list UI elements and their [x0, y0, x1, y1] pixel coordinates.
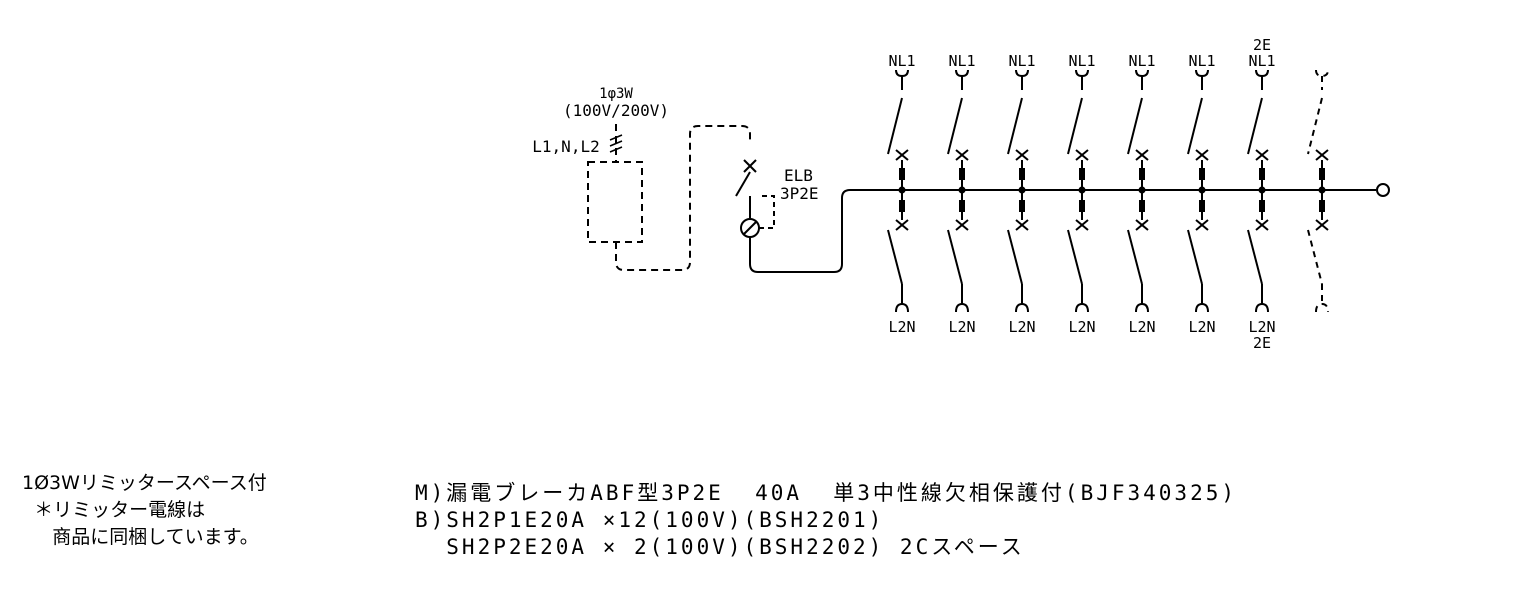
notes: 1Ø3Wリミッタースペース付 ＊リミッター電線は 商品に同梱しています。: [22, 470, 267, 551]
spec-line: B)SH2P1E20A ×12(100V)(BSH2201): [415, 508, 885, 532]
branch-bottom-label: L2N: [1128, 318, 1155, 336]
branch-bottom-label: L2N: [1068, 318, 1095, 336]
branch-top-label: NL1: [1248, 52, 1275, 70]
main-breaker-poles: 3P2E: [780, 184, 819, 203]
note-line: ＊リミッター電線は: [22, 499, 206, 521]
branch-bottom-label: 2E: [1253, 334, 1271, 352]
supply-voltage-label: (100V/200V): [563, 101, 669, 120]
spec-list: M)漏電ブレーカABF型3P2E 40A 単3中性線欠相保護付(BJF34032…: [415, 480, 1237, 561]
main-breaker-label: ELB: [784, 166, 813, 185]
supply-phase-label: 1φ3W: [599, 86, 633, 102]
branch-bottom-label: L2N: [888, 318, 915, 336]
branch-bottom-label: L2N: [1248, 318, 1275, 336]
branch-top-label: NL1: [1068, 52, 1095, 70]
supply-lines-label: L1,N,L2: [532, 137, 599, 156]
note-line: 1Ø3Wリミッタースペース付: [22, 472, 267, 494]
spare-branch: [1307, 69, 1329, 313]
main-elb-symbol: [735, 159, 866, 273]
limiter-space-box: [587, 161, 643, 243]
three-wire-mark: [609, 134, 623, 153]
note-line: 商品に同梱しています。: [22, 526, 259, 548]
branch-breakers: NL1L2NNL1L2NNL1L2NNL1L2NNL1L2NNL1L2N2ENL…: [887, 36, 1329, 352]
branch-top-label: NL1: [1008, 52, 1035, 70]
limiter-wire-lower: [615, 125, 751, 271]
branch-top-label: NL1: [1188, 52, 1215, 70]
supply-labels: 1φ3W (100V/200V) L1,N,L2 ELB 3P2E: [532, 86, 818, 203]
branch-top-label: NL1: [888, 52, 915, 70]
branch-bottom-label: L2N: [1188, 318, 1215, 336]
branch-top-label: 2E: [1253, 36, 1271, 54]
branch-bottom-label: L2N: [1008, 318, 1035, 336]
branch-top-label: NL1: [948, 52, 975, 70]
bus-terminal: [1376, 183, 1390, 197]
branch-bottom-label: L2N: [948, 318, 975, 336]
spec-line: M)漏電ブレーカABF型3P2E 40A 単3中性線欠相保護付(BJF34032…: [415, 481, 1238, 505]
spec-line: SH2P2E20A × 2(100V)(BSH2202) 2Cスペース: [415, 535, 1025, 559]
branch-top-label: NL1: [1128, 52, 1155, 70]
